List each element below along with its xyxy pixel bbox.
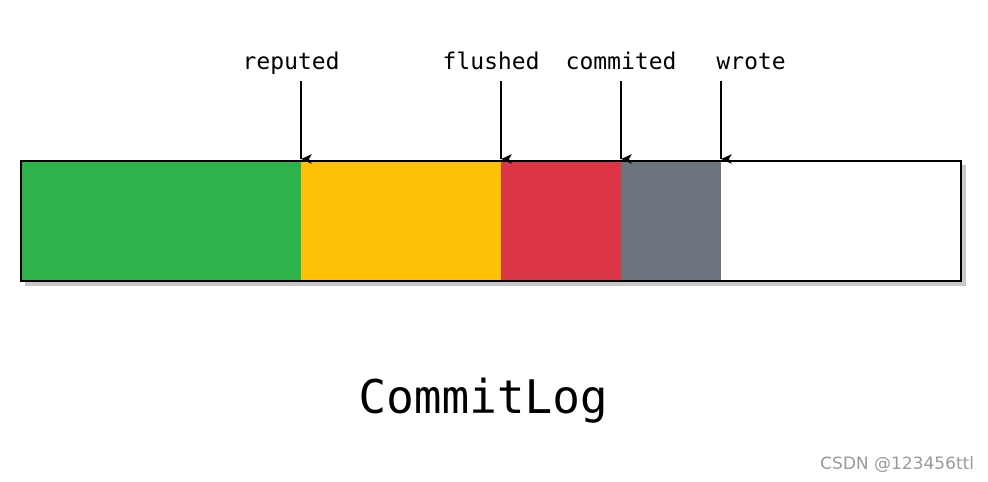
bar-outline	[20, 160, 962, 282]
commited-label: commited	[566, 49, 677, 75]
flushed-label: flushed	[443, 49, 540, 75]
wrote-label: wrote	[716, 49, 785, 75]
wrote-segment	[621, 161, 721, 281]
reputed-segment	[21, 161, 301, 281]
free-segment	[721, 161, 961, 281]
commited-segment	[501, 161, 621, 281]
reputed-label: reputed	[243, 49, 340, 75]
flushed-segment	[301, 161, 501, 281]
watermark: CSDN @123456ttl	[820, 454, 974, 474]
diagram-title: CommitLog	[358, 370, 607, 424]
